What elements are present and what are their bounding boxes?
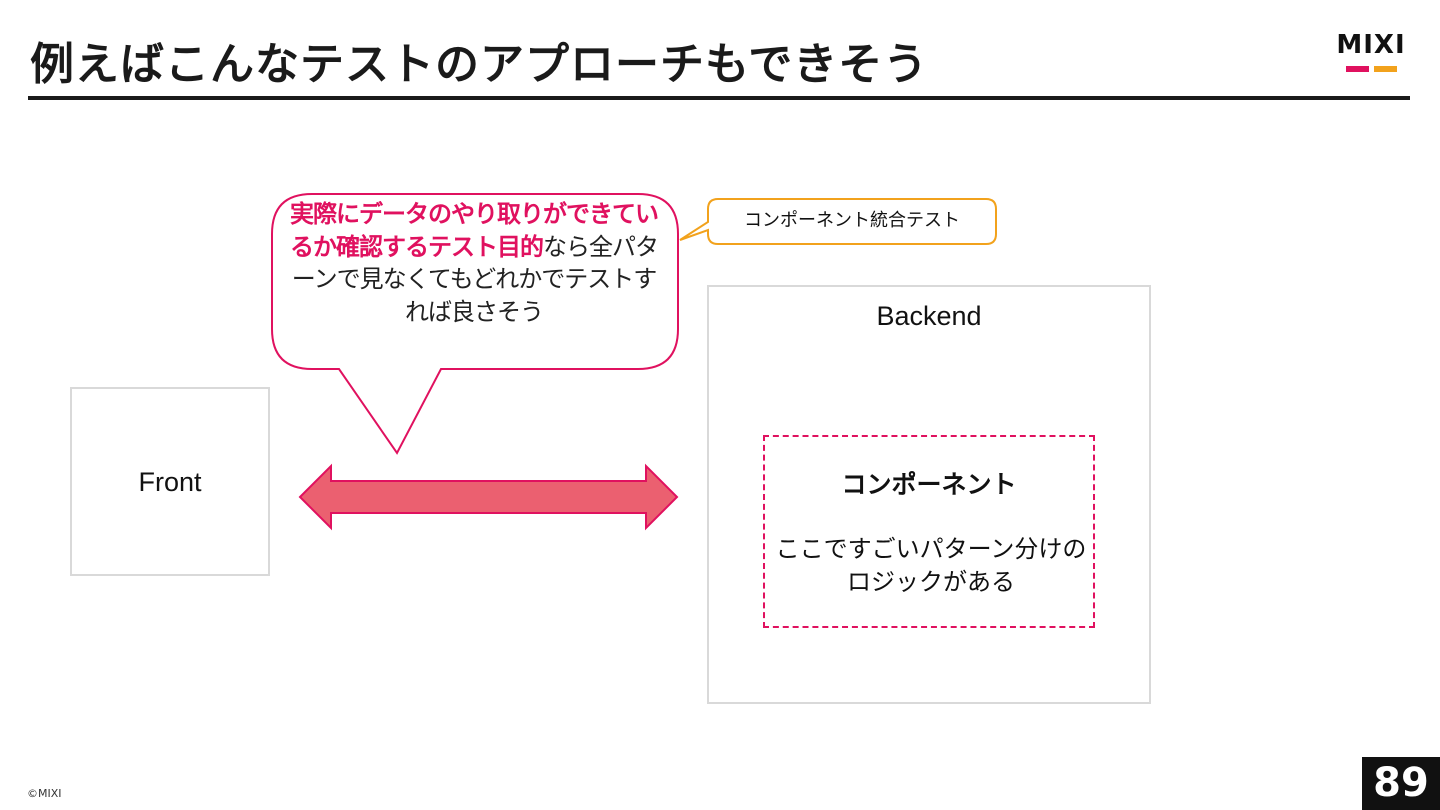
logo-wordmark: MIXI <box>1336 30 1406 60</box>
speech-bubble-text: 実際にデータのやり取りができているか確認するテスト目的なら全パターンで見なくても… <box>284 198 664 328</box>
component-description: ここですごいパターン分けのロジックがある <box>775 535 1087 596</box>
front-label: Front <box>138 467 202 497</box>
logo-orange-bar <box>1374 66 1397 72</box>
title-divider <box>28 96 1410 100</box>
callout-box <box>679 198 997 245</box>
component-title: コンポーネント <box>841 470 1017 499</box>
copyright: ©MIXI <box>27 787 62 800</box>
speech-bubble-body: なら全パターンで見なくてもどれかでテストすれば良さそう <box>291 232 659 326</box>
logo-pink-bar <box>1346 66 1369 72</box>
page-title: 例えばこんなテストのアプローチもできそう <box>30 39 929 90</box>
speech-bubble-emphasis: 実際にデータのやり取りができているか確認するテスト目的 <box>290 200 659 261</box>
speech-bubble <box>271 193 679 455</box>
mixi-logo: MIXI <box>1330 30 1412 76</box>
backend-label: Backend <box>876 301 982 331</box>
component-box: コンポーネント ここですごいパターン分けのロジックがある <box>763 435 1095 628</box>
front-box: Front <box>70 387 270 576</box>
double-arrow <box>298 463 679 531</box>
page-number: 89 <box>1362 757 1440 810</box>
callout-label: コンポーネント統合テスト <box>744 210 960 231</box>
